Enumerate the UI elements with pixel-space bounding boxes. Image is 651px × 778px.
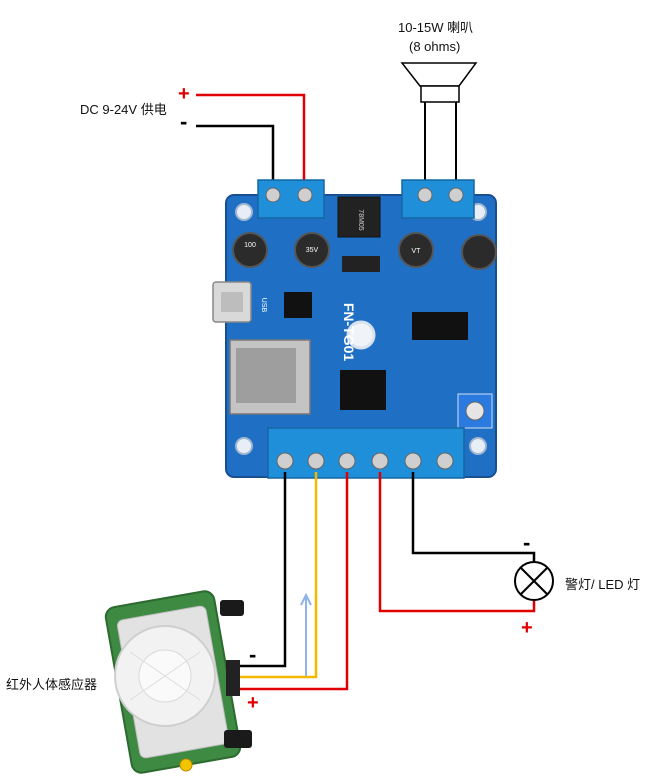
lamp-icon [514, 561, 554, 601]
sensor-wire-yellow [238, 472, 318, 679]
sensor-wire-black [238, 472, 287, 668]
lamp-plus-sign: + [521, 617, 533, 639]
power-wire-positive [196, 93, 306, 185]
regulator-label: 78M05 [357, 209, 364, 231]
usb-label: USB [260, 298, 267, 313]
lamp-minus-sign: - [523, 530, 531, 555]
speaker-ohms-label: (8 ohms) [409, 39, 461, 54]
speaker-label: 10-15W 喇叭 [398, 20, 474, 35]
speaker-icon [400, 62, 478, 103]
power-minus-sign: - [180, 109, 188, 134]
pir-sensor-icon [104, 590, 252, 774]
sensor-plus-sign: + [247, 692, 259, 714]
pir-sensor-label: 红外人体感应器 [6, 677, 98, 692]
lamp-wire-negative [411, 472, 536, 563]
signal-arrow [300, 592, 312, 676]
mp3-player-board [212, 179, 497, 479]
board-name: FN-TG01 [341, 303, 357, 362]
sensor-wire-red [238, 472, 349, 691]
power-plus-sign: + [178, 83, 190, 105]
lamp-wire-positive [378, 472, 536, 613]
power-wire-negative [196, 124, 275, 185]
lamp-label: 警灯/ LED 灯 [565, 577, 641, 592]
sensor-minus-sign: - [249, 642, 257, 667]
cap3-text: VT [412, 248, 422, 255]
cap2-text: 35V [306, 247, 319, 254]
capacitor-labels: 100 35V VT [244, 242, 421, 255]
power-label: DC 9-24V 供电 [80, 102, 167, 117]
cap1-text: 100 [244, 242, 256, 249]
